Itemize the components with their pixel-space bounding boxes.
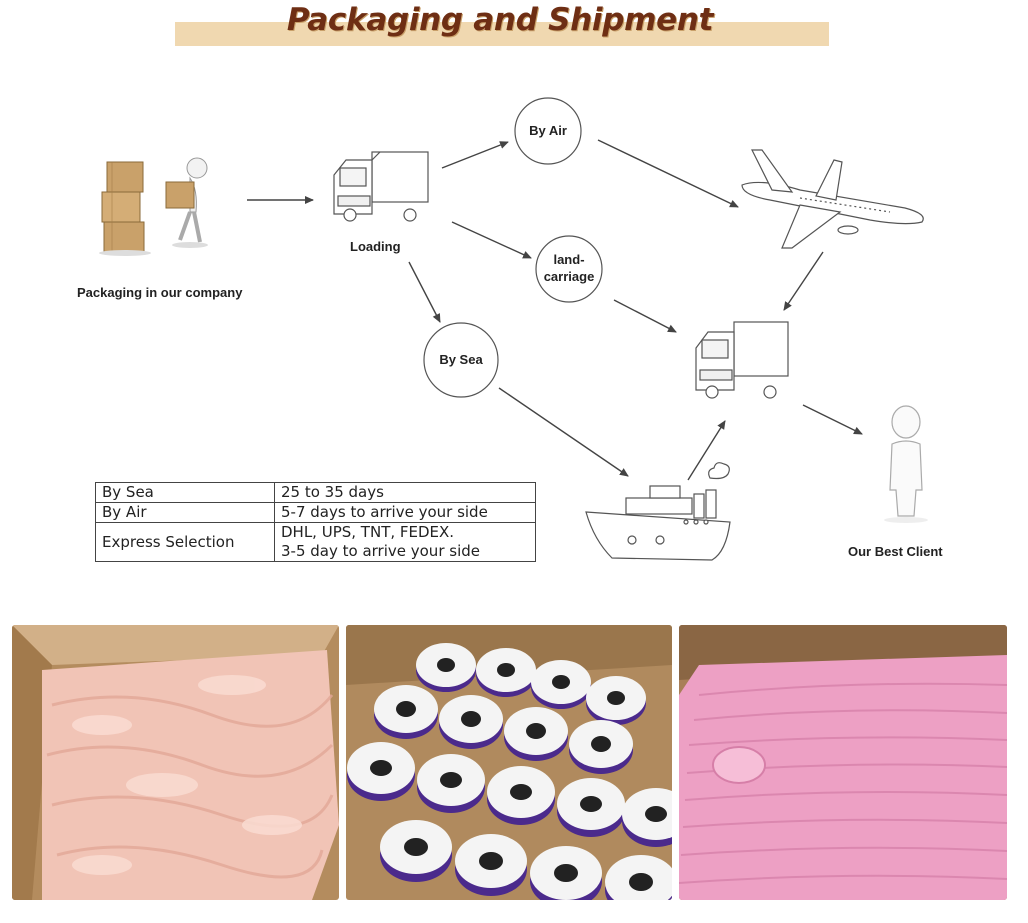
arrow-loading-to-sea (408, 261, 441, 323)
arrow-air-to-plane (597, 139, 739, 208)
arrow-ship-to-truck (687, 420, 726, 481)
arrow-land-to-truck (613, 299, 677, 333)
ship-icon (585, 462, 731, 561)
delivery-detail-line: DHL, UPS, TNT, FEDEX. (281, 523, 455, 541)
arrow-truck-to-client (802, 404, 863, 435)
arrow-sea-to-ship (498, 387, 629, 477)
photo-pink-items (679, 625, 1007, 900)
delivery-detail-cell: DHL, UPS, TNT, FEDEX. 3-5 day to arrive … (274, 522, 536, 562)
packaging-label: Packaging in our company (77, 285, 243, 300)
loading-truck-icon (333, 151, 429, 222)
client-label: Our Best Client (848, 544, 943, 559)
arrow-plane-to-truck (783, 251, 824, 311)
by-air-circle (514, 97, 582, 165)
delivery-truck-icon (695, 321, 789, 399)
table-row: Express Selection DHL, UPS, TNT, FEDEX. … (95, 522, 536, 562)
loading-label: Loading (350, 239, 401, 254)
land-carriage-label-line2: carriage (543, 269, 595, 284)
arrow-loading-to-land (451, 221, 532, 259)
page-title: Packaging and Shipment (286, 2, 714, 38)
table-row: By Sea 25 to 35 days (95, 482, 536, 503)
land-carriage-circle (535, 235, 603, 303)
delivery-method-cell: Express Selection (95, 522, 275, 562)
arrow-loading-to-air (441, 141, 509, 169)
table-row: By Air 5-7 days to arrive your side (95, 502, 536, 523)
photo-satin-bags (12, 625, 339, 900)
airplane-icon (741, 149, 924, 249)
delivery-table: By Sea 25 to 35 days By Air 5-7 days to … (95, 482, 536, 562)
delivery-method-cell: By Sea (95, 482, 275, 503)
flow-diagram (99, 97, 928, 561)
land-carriage-label-line1: land- (553, 252, 585, 267)
delivery-method-cell: By Air (95, 502, 275, 523)
land-carriage-label: land- carriage (536, 251, 602, 285)
by-sea-label: By Sea (439, 352, 483, 367)
delivery-detail-cell: 5-7 days to arrive your side (274, 502, 536, 523)
delivery-detail-line: 3-5 day to arrive your side (281, 542, 480, 560)
packaging-figure-icon (99, 157, 208, 256)
photo-ribbon-spools (346, 625, 672, 900)
client-figure-icon (884, 405, 928, 523)
by-air-label: By Air (529, 123, 567, 138)
delivery-detail-cell: 25 to 35 days (274, 482, 536, 503)
by-sea-circle (423, 322, 499, 398)
title-band (175, 22, 829, 46)
